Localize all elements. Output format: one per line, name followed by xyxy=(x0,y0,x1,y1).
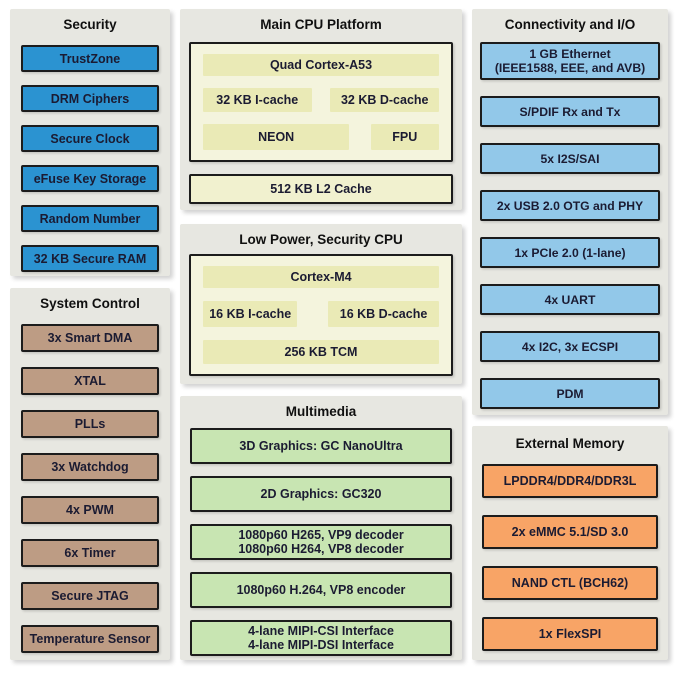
panel-low-power-cpu: Low Power, Security CPU Cortex-M4 16 KB … xyxy=(180,224,462,384)
box-trustzone: TrustZone xyxy=(21,45,159,72)
box-3d-graphics: 3D Graphics: GC NanoUltra xyxy=(190,428,452,464)
box-video-encoder: 1080p60 H.264, VP8 encoder xyxy=(190,572,452,608)
box-l2-cache: 512 KB L2 Cache xyxy=(189,174,453,204)
box-nand-ctl: NAND CTL (BCH62) xyxy=(482,566,658,600)
box-secure-jtag: Secure JTAG xyxy=(21,582,159,610)
box-a53-icache: 32 KB I-cache xyxy=(203,88,312,112)
panel-multimedia: Multimedia 3D Graphics: GC NanoUltra 2D … xyxy=(180,396,462,660)
box-2d-graphics: 2D Graphics: GC320 xyxy=(190,476,452,512)
main-cpu-cache-row: 32 KB I-cache 32 KB D-cache xyxy=(203,88,439,112)
panel-low-power-cpu-title: Low Power, Security CPU xyxy=(239,232,403,247)
box-quad-cortex-a53: Quad Cortex-A53 xyxy=(203,54,439,76)
box-pdm: PDM xyxy=(480,378,660,409)
panel-external-memory-title: External Memory xyxy=(515,436,625,451)
box-smart-dma: 3x Smart DMA xyxy=(21,324,159,352)
box-mipi-interfaces: 4-lane MIPI-CSI Interface 4-lane MIPI-DS… xyxy=(190,620,452,656)
panel-external-memory: External Memory LPDDR4/DDR4/DDR3L 2x eMM… xyxy=(472,426,668,660)
multimedia-box-list: 3D Graphics: GC NanoUltra 2D Graphics: G… xyxy=(180,420,462,656)
box-efuse-key-storage: eFuse Key Storage xyxy=(21,165,159,192)
external-memory-box-list: LPDDR4/DDR4/DDR3L 2x eMMC 5.1/SD 3.0 NAN… xyxy=(472,452,668,651)
panel-connectivity-title: Connectivity and I/O xyxy=(504,17,636,32)
box-drm-ciphers: DRM Ciphers xyxy=(21,85,159,112)
video-decoder-line2: 1080p60 H264, VP8 decoder xyxy=(238,542,404,556)
box-i2s-sai: 5x I2S/SAI xyxy=(480,143,660,174)
box-flexspi: 1x FlexSPI xyxy=(482,617,658,651)
panel-security-title: Security xyxy=(63,17,117,32)
box-secure-ram: 32 KB Secure RAM xyxy=(21,245,159,272)
main-cpu-simd-row: NEON FPU xyxy=(203,124,439,150)
box-ethernet: 1 GB Ethernet (IEEE1588, EEE, and AVB) xyxy=(480,42,660,80)
box-a53-dcache: 32 KB D-cache xyxy=(330,88,439,112)
box-timer: 6x Timer xyxy=(21,539,159,567)
system-control-box-list: 3x Smart DMA XTAL PLLs 3x Watchdog 4x PW… xyxy=(10,312,170,653)
ethernet-line1: 1 GB Ethernet xyxy=(529,47,611,61)
panel-system-control-title: System Control xyxy=(40,296,140,311)
low-power-cpu-cluster: Cortex-M4 16 KB I-cache 16 KB D-cache 25… xyxy=(189,254,453,376)
panel-system-control: System Control 3x Smart DMA XTAL PLLs 3x… xyxy=(10,288,170,660)
box-tcm: 256 KB TCM xyxy=(203,340,439,364)
box-pcie: 1x PCIe 2.0 (1-lane) xyxy=(480,237,660,268)
box-video-decoder: 1080p60 H265, VP9 decoder 1080p60 H264, … xyxy=(190,524,452,560)
panel-connectivity: Connectivity and I/O 1 GB Ethernet (IEEE… xyxy=(472,9,668,415)
box-secure-clock: Secure Clock xyxy=(21,125,159,152)
box-m4-icache: 16 KB I-cache xyxy=(203,301,298,327)
panel-security: Security TrustZone DRM Ciphers Secure Cl… xyxy=(10,9,170,276)
box-i2c-ecspi: 4x I2C, 3x ECSPI xyxy=(480,331,660,362)
panel-multimedia-title: Multimedia xyxy=(285,404,357,419)
box-watchdog: 3x Watchdog xyxy=(21,453,159,481)
box-neon: NEON xyxy=(203,124,350,150)
box-emmc-sd: 2x eMMC 5.1/SD 3.0 xyxy=(482,515,658,549)
box-cortex-m4: Cortex-M4 xyxy=(203,266,439,288)
box-uart: 4x UART xyxy=(480,284,660,315)
mipi-csi-line: 4-lane MIPI-CSI Interface xyxy=(248,624,394,638)
box-plls: PLLs xyxy=(21,410,159,438)
box-temperature-sensor: Temperature Sensor xyxy=(21,625,159,653)
main-cpu-cluster: Quad Cortex-A53 32 KB I-cache 32 KB D-ca… xyxy=(189,42,453,162)
box-xtal: XTAL xyxy=(21,367,159,395)
box-random-number: Random Number xyxy=(21,205,159,232)
box-fpu: FPU xyxy=(370,124,439,150)
security-box-list: TrustZone DRM Ciphers Secure Clock eFuse… xyxy=(10,33,170,272)
panel-main-cpu-title: Main CPU Platform xyxy=(260,17,382,32)
panel-main-cpu: Main CPU Platform Quad Cortex-A53 32 KB … xyxy=(180,9,462,210)
low-power-cache-row: 16 KB I-cache 16 KB D-cache xyxy=(203,301,439,327)
box-usb: 2x USB 2.0 OTG and PHY xyxy=(480,190,660,221)
ethernet-line2: (IEEE1588, EEE, and AVB) xyxy=(494,61,646,75)
connectivity-box-list: 1 GB Ethernet (IEEE1588, EEE, and AVB) S… xyxy=(472,33,668,409)
box-spdif: S/PDIF Rx and Tx xyxy=(480,96,660,127)
video-decoder-line1: 1080p60 H265, VP9 decoder xyxy=(238,528,404,542)
box-pwm: 4x PWM xyxy=(21,496,159,524)
box-lpddr4: LPDDR4/DDR4/DDR3L xyxy=(482,464,658,498)
box-m4-dcache: 16 KB D-cache xyxy=(328,301,439,327)
mipi-dsi-line: 4-lane MIPI-DSI Interface xyxy=(248,638,394,652)
